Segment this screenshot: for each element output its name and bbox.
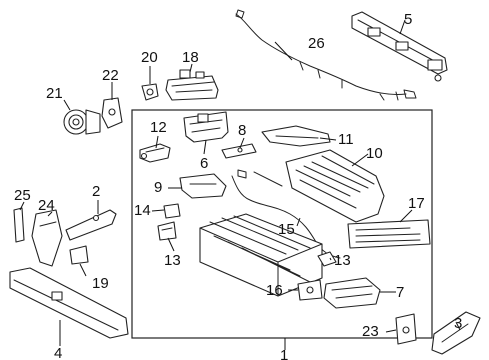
- part-16-connector: [297, 279, 323, 301]
- part-10-battery-cover: [285, 149, 385, 223]
- callout-6: 6: [200, 155, 208, 172]
- callout-2: 2: [92, 183, 100, 200]
- callout-21: 21: [46, 85, 63, 102]
- part-20-connector: [141, 83, 159, 101]
- callout-13-right: 13: [334, 252, 351, 269]
- callout-22: 22: [102, 67, 119, 84]
- callout-19: 19: [92, 275, 109, 292]
- leader-lines: [19, 19, 461, 350]
- part-21-blower-fan: [63, 109, 101, 135]
- battery-module: [199, 213, 323, 297]
- part-2-bracket: [65, 209, 117, 241]
- part-4-rail: [9, 267, 129, 339]
- part-7-junction-block: [323, 277, 381, 309]
- part-3-bracket: [431, 311, 481, 355]
- callout-3: 3: [454, 315, 462, 332]
- part-12-bracket: [139, 143, 171, 163]
- part-8-bracket: [221, 143, 257, 159]
- callout-20: 20: [141, 49, 158, 66]
- callout-9: 9: [154, 179, 162, 196]
- callout-17: 17: [408, 195, 425, 212]
- callout-1: 1: [280, 347, 288, 360]
- callout-13-left: 13: [164, 252, 181, 269]
- part-18-control-module: [165, 69, 219, 101]
- part-22-bracket: [101, 97, 123, 129]
- callout-23: 23: [362, 323, 379, 340]
- part-19-clip: [69, 245, 89, 265]
- callout-8: 8: [238, 122, 246, 139]
- part-13-clip-left: [157, 221, 177, 241]
- callout-14: 14: [134, 202, 151, 219]
- part-14-clip: [163, 203, 181, 219]
- part-13-clip-right: [317, 251, 337, 267]
- callout-5: 5: [404, 11, 412, 28]
- part-24-duct: [31, 209, 63, 267]
- assembly-frame: [131, 109, 433, 339]
- part-11-cover-plate: [261, 125, 331, 147]
- part-6-bracket: [183, 111, 229, 143]
- callout-numbers: 26 5 18 20 22 21 12 6 8 11 10 9 14 13 15…: [14, 11, 462, 360]
- part-25-bracket: [13, 207, 25, 243]
- callout-18: 18: [182, 49, 199, 66]
- callout-15: 15: [278, 221, 295, 238]
- callout-24: 24: [38, 197, 55, 214]
- part-9-bracket: [179, 173, 227, 199]
- part-23-bracket: [395, 313, 417, 345]
- callout-12: 12: [150, 119, 167, 136]
- callout-16: 16: [266, 282, 283, 299]
- callout-4: 4: [54, 345, 62, 360]
- callout-10: 10: [366, 145, 383, 162]
- part-26-wire-harness: [235, 9, 417, 101]
- callout-26: 26: [308, 35, 325, 52]
- part-5-bracket-bar: [351, 11, 448, 82]
- callout-25: 25: [14, 187, 31, 204]
- callout-11: 11: [338, 131, 354, 148]
- part-17-label-plate: [347, 219, 431, 249]
- callout-7: 7: [396, 284, 404, 301]
